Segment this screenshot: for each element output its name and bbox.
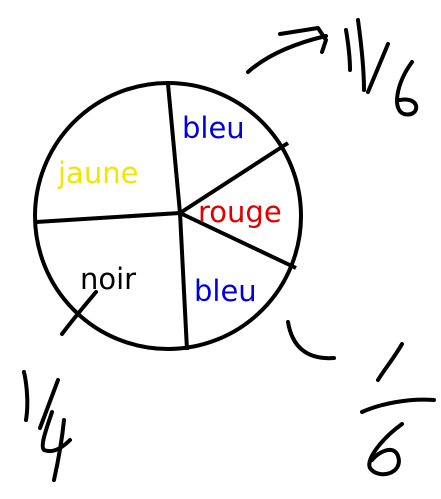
sector-label-bleu-top: bleu xyxy=(182,111,245,145)
top-right-numerator: 1 xyxy=(350,52,356,63)
bottom-right-numerator: 1 xyxy=(390,362,396,373)
arrow-top-right xyxy=(246,34,328,74)
fraction-bottom-right-bar xyxy=(360,397,436,414)
divider-left xyxy=(35,211,181,224)
spinner-wheel xyxy=(33,81,303,351)
fraction-bottom-left-numerator xyxy=(22,370,30,422)
fraction-bottom-left-denominator xyxy=(40,410,72,482)
arrow-bottom-right xyxy=(286,320,336,361)
annotation-bottom-right xyxy=(286,320,436,477)
arrow-bottom-left xyxy=(60,290,98,336)
top-right-denominator: 6 xyxy=(400,92,406,103)
sector-label-noir: noir xyxy=(80,262,136,296)
bottom-left-numerator: 1 xyxy=(25,392,31,403)
sector-label-rouge: rouge xyxy=(198,195,282,229)
divider-top xyxy=(166,83,182,214)
annotation-top-right xyxy=(246,18,419,117)
spinner-circle xyxy=(33,81,303,351)
divider-upper-right xyxy=(178,141,290,215)
fraction-top-right-bar xyxy=(366,42,390,94)
sector-label-bleu-bottom: bleu xyxy=(194,274,257,308)
fraction-top-right-denominator xyxy=(395,60,419,117)
fraction-bottom-left-bar xyxy=(38,378,60,430)
bottom-right-denominator: 6 xyxy=(385,452,391,463)
divider-lower-right xyxy=(179,211,297,270)
fraction-top-right-numerator xyxy=(344,28,352,72)
fraction-bottom-right-numerator xyxy=(376,342,404,382)
fraction-bottom-right-denominator xyxy=(367,422,404,477)
divider-bottom xyxy=(178,212,189,351)
bottom-left-denominator: 4 xyxy=(55,442,61,453)
sector-label-jaune: jaune xyxy=(57,156,138,190)
annotation-bottom-left xyxy=(22,290,98,482)
